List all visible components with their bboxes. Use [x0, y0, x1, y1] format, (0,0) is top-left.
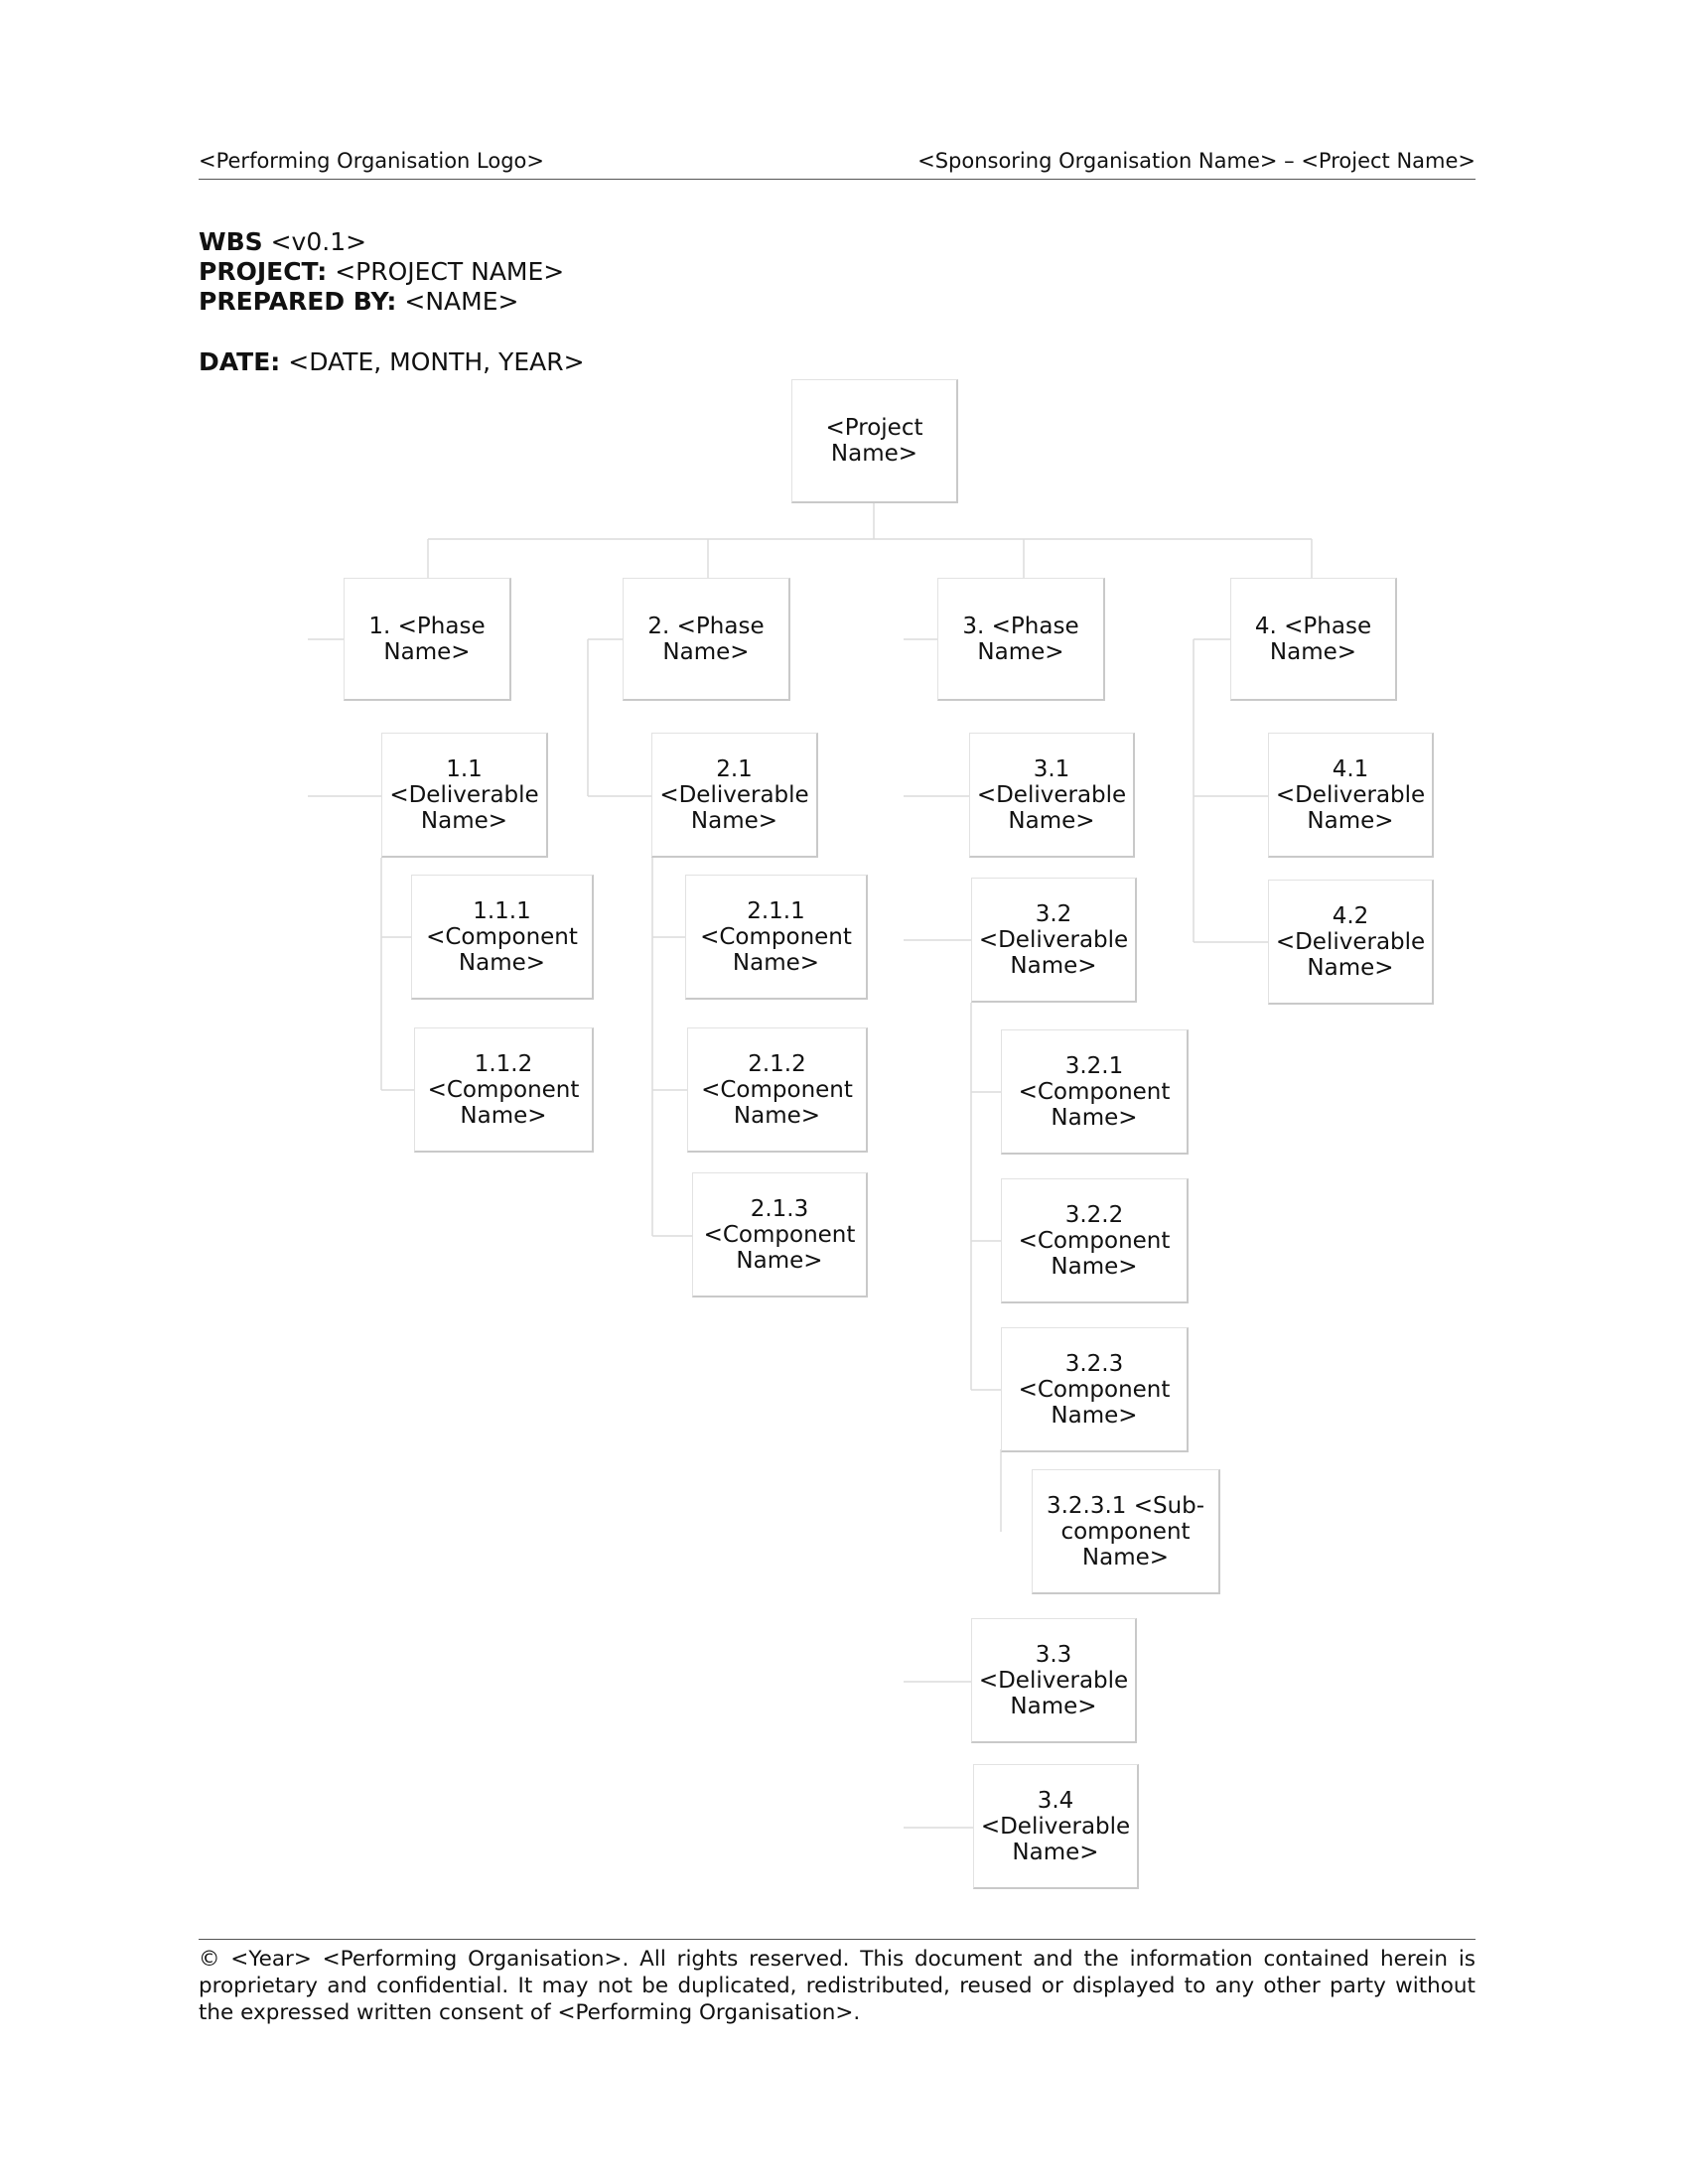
- wbs-deliverable-4-2: 4.2 <Deliverable Name>: [1268, 880, 1434, 1005]
- prepared-by-line: PREPARED BY: <NAME>: [199, 287, 518, 317]
- wbs-root-project: <Project Name>: [791, 379, 958, 503]
- wbs-component-3-2-2: 3.2.2 <Component Name>: [1001, 1178, 1189, 1303]
- wbs-deliverable-3-4: 3.4 <Deliverable Name>: [973, 1764, 1139, 1889]
- wbs-deliverable-3-3: 3.3 <Deliverable Name>: [971, 1618, 1137, 1743]
- footer-divider: [199, 1939, 1476, 1940]
- wbs-deliverable-3-2: 3.2 <Deliverable Name>: [971, 878, 1137, 1003]
- header-logo-placeholder: <Performing Organisation Logo>: [199, 149, 544, 173]
- wbs-phase-1: 1. <Phase Name>: [344, 578, 511, 701]
- wbs-component-2-1-2: 2.1.2 <Component Name>: [687, 1027, 868, 1153]
- wbs-phase-4: 4. <Phase Name>: [1230, 578, 1397, 701]
- date-label: DATE:: [199, 347, 281, 376]
- project-line: PROJECT: <PROJECT NAME>: [199, 257, 564, 287]
- date-line: DATE: <DATE, MONTH, YEAR>: [199, 347, 585, 377]
- wbs-component-2-1-1: 2.1.1 <Component Name>: [685, 875, 868, 1000]
- wbs-deliverable-4-1: 4.1 <Deliverable Name>: [1268, 733, 1434, 858]
- wbs-component-1-1-2: 1.1.2 <Component Name>: [414, 1027, 594, 1153]
- prepared-by-name: <NAME>: [404, 287, 519, 316]
- copyright-notice: © <Year> <Performing Organisation>. All …: [199, 1947, 1476, 2025]
- project-name: <PROJECT NAME>: [335, 257, 565, 286]
- wbs-deliverable-1-1: 1.1 <Deliverable Name>: [381, 733, 548, 858]
- wbs-version-line: WBS <v0.1>: [199, 227, 366, 257]
- header-project-title: <Sponsoring Organisation Name> – <Projec…: [917, 149, 1476, 173]
- wbs-component-3-2-3: 3.2.3 <Component Name>: [1001, 1327, 1189, 1452]
- wbs-phase-2: 2. <Phase Name>: [623, 578, 790, 701]
- wbs-subcomponent-3-2-3-1: 3.2.3.1 <Sub- component Name>: [1032, 1469, 1220, 1594]
- wbs-label: WBS: [199, 227, 263, 256]
- wbs-component-2-1-3: 2.1.3 <Component Name>: [692, 1172, 868, 1297]
- wbs-deliverable-2-1: 2.1 <Deliverable Name>: [651, 733, 818, 858]
- header-divider: [199, 179, 1476, 180]
- wbs-version: <v0.1>: [270, 227, 367, 256]
- project-label: PROJECT:: [199, 257, 328, 286]
- wbs-component-3-2-1: 3.2.1 <Component Name>: [1001, 1029, 1189, 1155]
- wbs-component-1-1-1: 1.1.1 <Component Name>: [411, 875, 594, 1000]
- date-value: <DATE, MONTH, YEAR>: [288, 347, 585, 376]
- prepared-by-label: PREPARED BY:: [199, 287, 397, 316]
- wbs-deliverable-3-1: 3.1 <Deliverable Name>: [969, 733, 1135, 858]
- wbs-phase-3: 3. <Phase Name>: [937, 578, 1105, 701]
